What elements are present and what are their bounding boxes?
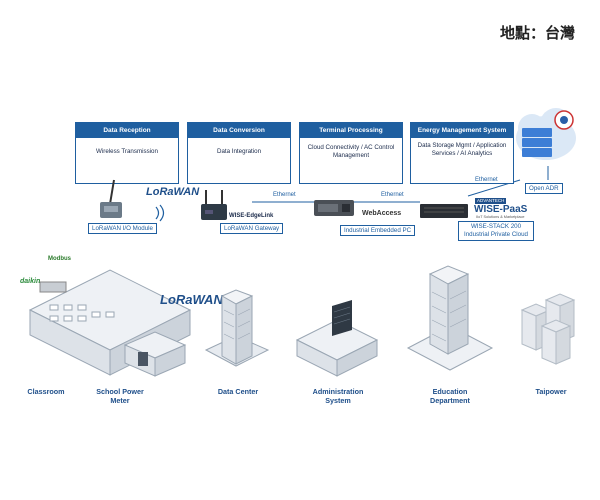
stage-title: Data Reception bbox=[76, 123, 178, 138]
io-module-device-icon bbox=[100, 179, 122, 218]
lorawan-logo-mid: LoRaWAN bbox=[160, 292, 223, 307]
location-title: 地點：台灣 bbox=[500, 24, 576, 42]
data-center-illustration bbox=[204, 289, 270, 367]
education-department-illustration bbox=[406, 265, 494, 371]
gateway-device-icon bbox=[201, 190, 227, 220]
advantech-logo: ADVANTECH bbox=[475, 198, 507, 204]
lorawan-logo-text: LoRaWAN bbox=[160, 292, 223, 307]
stage-energy-management: Energy Management System Data Storage Mg… bbox=[410, 122, 514, 184]
gateway-product-name: WISE-EdgeLink bbox=[229, 213, 274, 219]
modbus-logo: Modbus bbox=[48, 256, 71, 262]
webaccess-logo: WebAccess bbox=[362, 210, 402, 217]
stage-data-conversion: Data Conversion Data Integration bbox=[187, 122, 291, 184]
stage-title: Energy Management System bbox=[411, 123, 513, 138]
location-label-taipower: Taipower bbox=[535, 387, 567, 396]
private-cloud-label: WISE-STACK 200 Industrial Private Cloud bbox=[458, 221, 534, 241]
open-adr-cloud-icon bbox=[516, 108, 576, 160]
io-module-label: LoRaWAN I/O Module bbox=[88, 223, 157, 234]
location-label-school-power-meter: School Power Meter bbox=[96, 387, 144, 405]
stage-body: Wireless Transmission bbox=[96, 148, 158, 155]
rack-server-icon bbox=[420, 204, 468, 218]
wisepaas-logo: WISE-PaaS bbox=[474, 204, 528, 215]
location-label-administration: Administration System bbox=[312, 387, 364, 405]
administration-illustration bbox=[295, 300, 379, 377]
gateway-label: LoRaWAN Gateway bbox=[220, 223, 284, 234]
stage-body: Data Integration bbox=[216, 148, 262, 155]
stage-title: Terminal Processing bbox=[300, 123, 402, 138]
open-adr-label: Open ADR bbox=[525, 183, 563, 194]
wisepaas-subtitle: IIoT Solutions & Marketplace bbox=[476, 215, 525, 219]
stage-body: Data Storage Mgmt / Application Services… bbox=[417, 142, 507, 157]
stage-body: Cloud Connectivity / AC Control Manageme… bbox=[307, 144, 395, 159]
power-meter-illustration bbox=[123, 331, 187, 377]
lorawan-logo-top: LoRaWAN bbox=[146, 186, 199, 198]
industrial-pc-icon bbox=[314, 200, 354, 216]
industrial-pc-label: Industrial Embedded PC bbox=[340, 225, 416, 236]
stage-title: Data Conversion bbox=[188, 123, 290, 138]
stage-terminal-processing: Terminal Processing Cloud Connectivity /… bbox=[299, 122, 403, 184]
lorawan-logo-text: LoRaWAN bbox=[146, 186, 200, 198]
ethernet-label-2: Ethernet bbox=[381, 192, 404, 198]
location-label-data-center: Data Center bbox=[217, 387, 259, 396]
daikin-logo: daikin bbox=[20, 278, 41, 285]
wireless-signal-icon bbox=[155, 204, 165, 222]
location-label-classroom: Classroom bbox=[27, 387, 65, 396]
stage-data-reception: Data Reception Wireless Transmission bbox=[75, 122, 179, 184]
location-label-education-department: Education Department bbox=[430, 387, 470, 405]
taipower-illustration bbox=[520, 293, 576, 365]
ethernet-label-1: Ethernet bbox=[273, 192, 296, 198]
ethernet-label-3: Ethernet bbox=[475, 177, 498, 183]
